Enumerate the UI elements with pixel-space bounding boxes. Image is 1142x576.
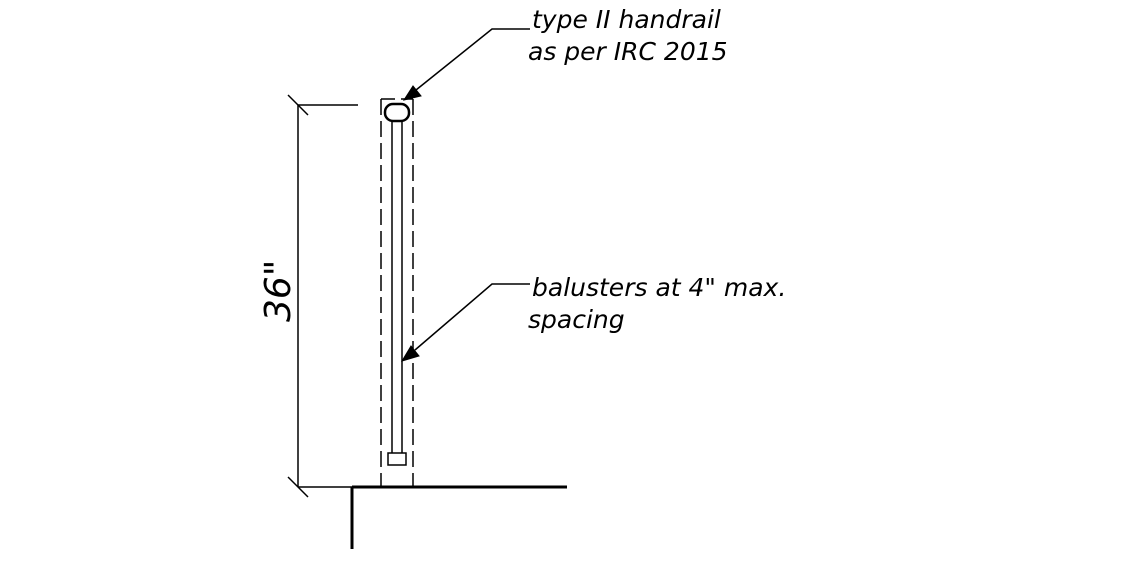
handrail-note-line2: as per IRC 2015: [528, 37, 728, 66]
floor-edge: [350, 485, 567, 549]
balusters-arrowhead: [400, 345, 420, 362]
handrail-profile: [383, 102, 411, 123]
guard-dashed-outline: [380, 98, 414, 487]
balusters-note-line2: spacing: [528, 305, 625, 334]
handrail-arrowhead: [402, 85, 422, 101]
handrail-note-line1: type II handrail: [532, 5, 721, 34]
balusters-leader: [400, 283, 530, 362]
baluster: [391, 120, 403, 453]
balusters-note-line1: balusters at 4" max.: [532, 273, 786, 302]
height-dimension: [287, 94, 358, 498]
bottom-rail-block: [387, 452, 407, 466]
handrail-leader: [402, 28, 530, 101]
height-dimension-label: 36": [258, 260, 299, 322]
